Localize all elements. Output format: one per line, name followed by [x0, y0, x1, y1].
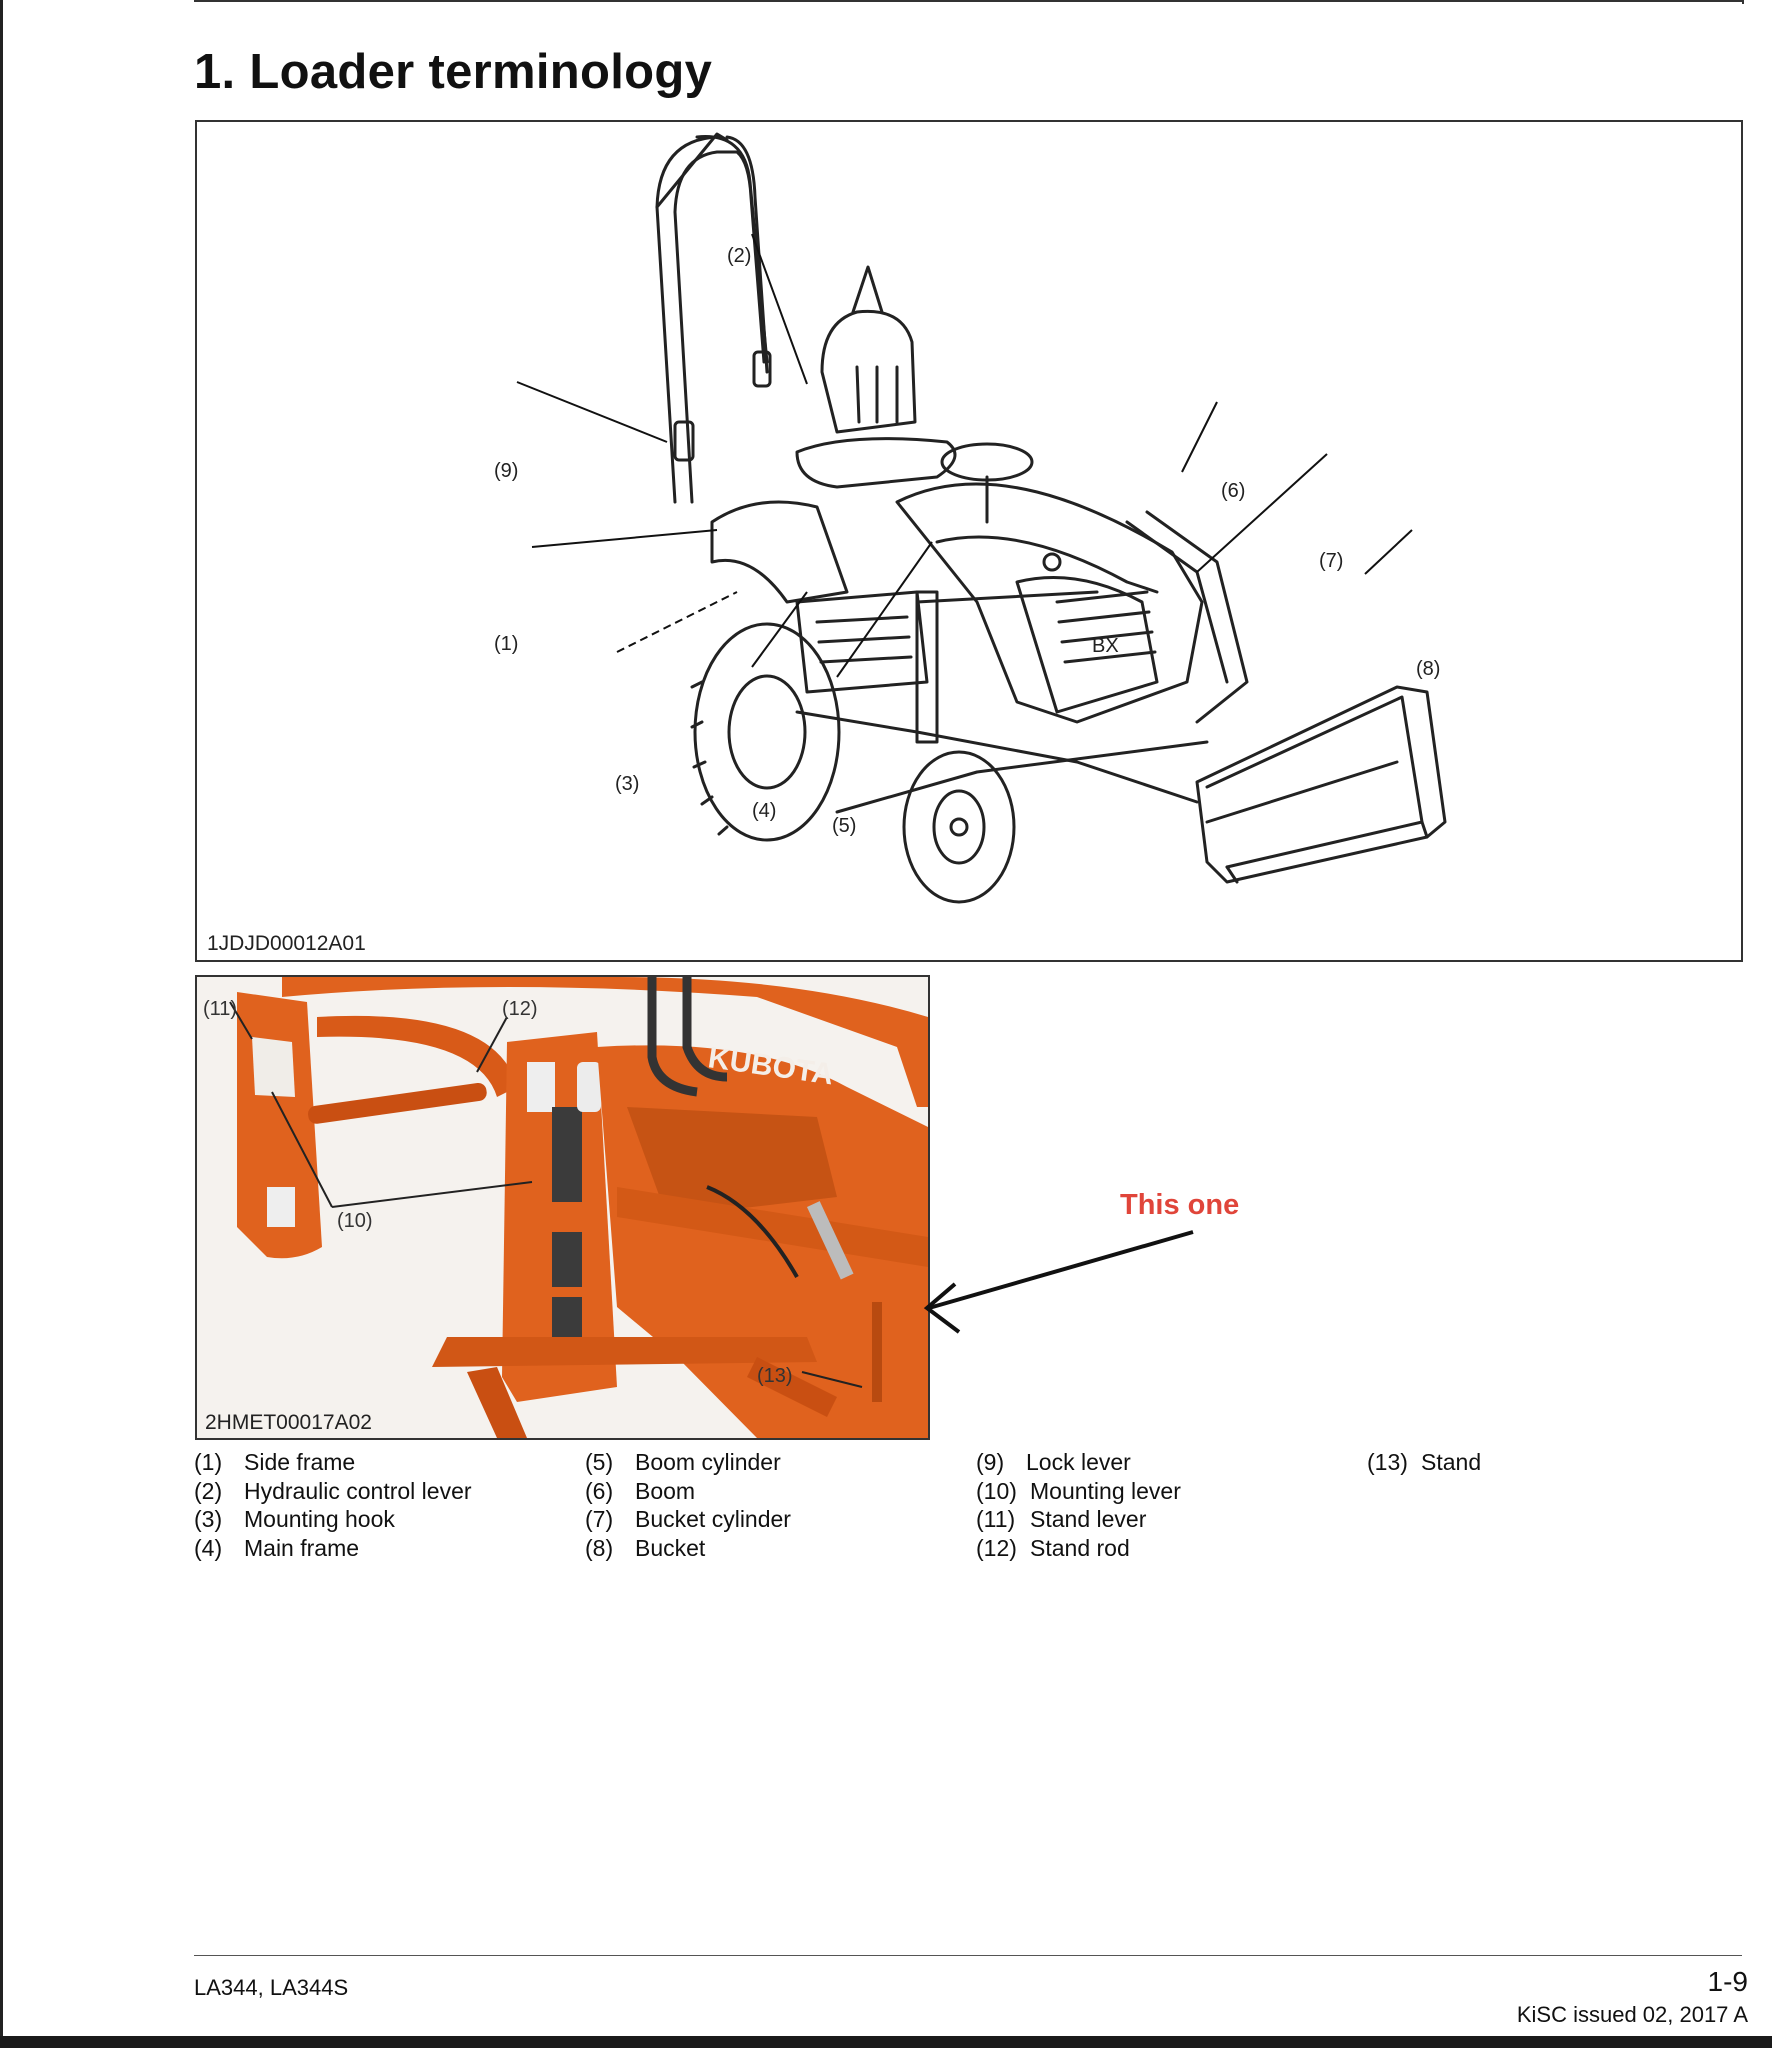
tractor-illustration: BX	[494, 132, 1447, 904]
top-rule	[194, 0, 1744, 2]
legend-item: (11)Stand lever	[976, 1506, 1147, 1532]
issue-note: KiSC issued 02, 2017 A	[1516, 2002, 1748, 2027]
legend-column-1: (1)Side frame (2)Hydraulic control lever…	[194, 1448, 472, 1562]
callout-10: (10)	[337, 1210, 373, 1232]
annotation-label: This one	[1120, 1189, 1240, 1221]
page-number: 1-9	[1707, 1966, 1748, 1997]
page-title: 1. Loader terminology	[194, 45, 713, 99]
callout-9: (9)	[494, 460, 518, 482]
legend-item: (3)Mounting hook	[194, 1506, 395, 1532]
callout-11: (11)	[203, 998, 237, 1020]
legend-column-2: (5)Boom cylinder (6)Boom (7)Bucket cylin…	[585, 1448, 791, 1562]
legend-item: (13)Stand	[1367, 1449, 1482, 1475]
callout-6: (6)	[1221, 480, 1245, 502]
figure-id: 1JDJD00012A01	[207, 932, 366, 955]
hood-badge: BX	[1092, 635, 1119, 657]
legend-item: (5)Boom cylinder	[585, 1449, 781, 1475]
legend-item: (1)Side frame	[194, 1449, 356, 1475]
annotation-arrow-icon	[923, 1230, 1194, 1334]
callout-3: (3)	[615, 773, 639, 795]
callout-8: (8)	[1416, 658, 1440, 680]
loader-photo: KUBOTA (11) (12) (10) (13)	[197, 977, 928, 1438]
callout-1: (1)	[494, 633, 518, 655]
callout-12: (12)	[502, 998, 538, 1020]
tractor-callouts: (2) (9) (1) (3) (4) (5) (6) (7) (8)	[494, 245, 1440, 837]
legend-column-3: (9)Lock lever (10)Mounting lever (11)Sta…	[976, 1448, 1181, 1562]
legend-column-4: (13)Stand	[1367, 1448, 1481, 1477]
legend-item: (8)Bucket	[585, 1534, 706, 1561]
page-bottom-border	[0, 2036, 1772, 2048]
top-rule-end	[1742, 0, 1744, 4]
loader-photo-figure: KUBOTA (11) (12) (10) (13) 2HMET00017A02	[195, 975, 930, 1440]
callout-13: (13)	[757, 1365, 793, 1387]
legend-item: (10)Mounting lever	[976, 1477, 1181, 1504]
legend-item: (12)Stand rod	[976, 1534, 1130, 1561]
callout-5: (5)	[832, 815, 856, 837]
legend-item: (6)Boom	[585, 1477, 696, 1504]
legend-item: (4)Main frame	[194, 1534, 360, 1561]
callout-7: (7)	[1319, 550, 1343, 572]
callout-4: (4)	[752, 800, 776, 822]
legend-item: (2)Hydraulic control lever	[194, 1477, 472, 1504]
footer-rule	[194, 1955, 1742, 1956]
page-left-border	[0, 0, 3, 2048]
tractor-figure: BX	[195, 120, 1743, 962]
figure-id: 2HMET00017A02	[205, 1411, 372, 1434]
legend-item: (9)Lock lever	[976, 1449, 1131, 1475]
legend-item: (7)Bucket cylinder	[585, 1506, 791, 1532]
callout-2: (2)	[727, 245, 751, 267]
footer-model: LA344, LA344S	[194, 1975, 349, 2000]
